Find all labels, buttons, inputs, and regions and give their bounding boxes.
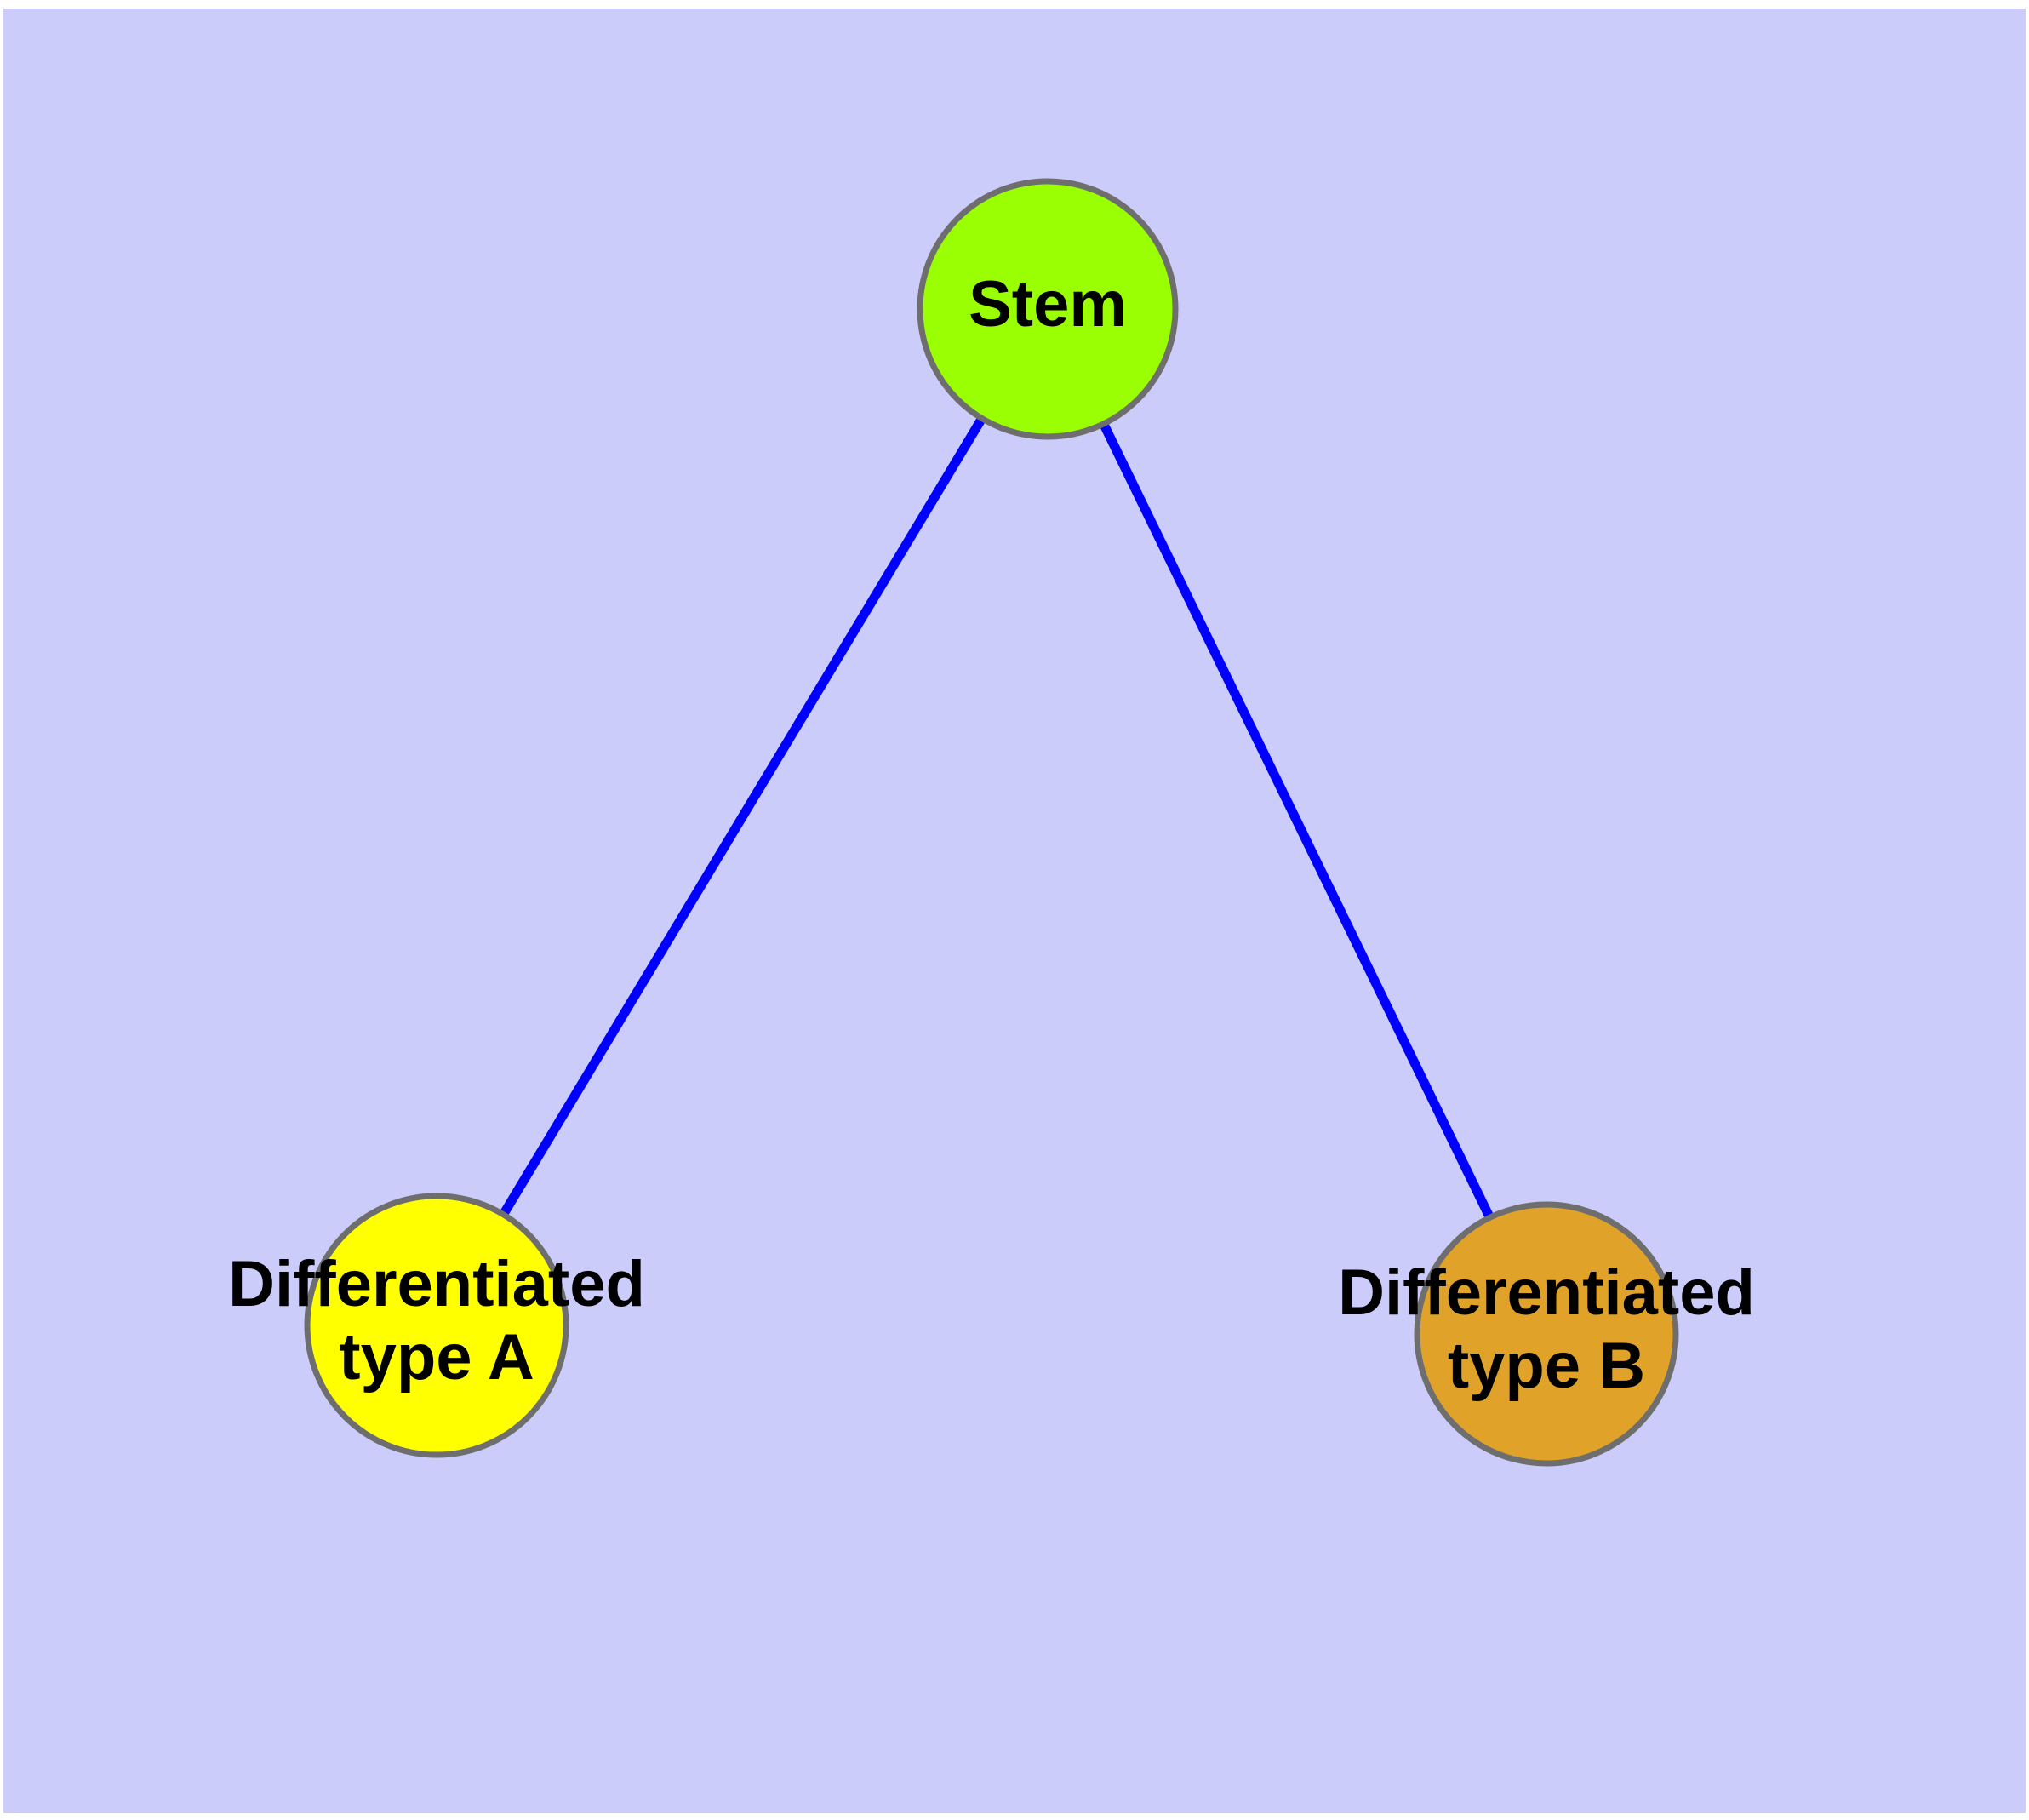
- label-line: type B: [1448, 1330, 1645, 1402]
- node-stem-circle[interactable]: [917, 178, 1179, 440]
- node-differentiated-type-b-circle[interactable]: [1414, 1201, 1679, 1467]
- label-line: type A: [339, 1321, 534, 1394]
- node-differentiated-type-a-circle[interactable]: [304, 1193, 569, 1458]
- label-line: Differentiated: [228, 1248, 645, 1320]
- edge-stem-to-differentiated-type-b[interactable]: [1100, 423, 1494, 1218]
- label-line: Differentiated: [1338, 1256, 1755, 1329]
- edge-layer: [500, 417, 1494, 1218]
- label-line: Stem: [969, 268, 1127, 341]
- node-layer: [304, 178, 1679, 1467]
- node-stem-label: Stem: [969, 268, 1127, 341]
- edge-stem-to-differentiated-type-a[interactable]: [500, 417, 986, 1216]
